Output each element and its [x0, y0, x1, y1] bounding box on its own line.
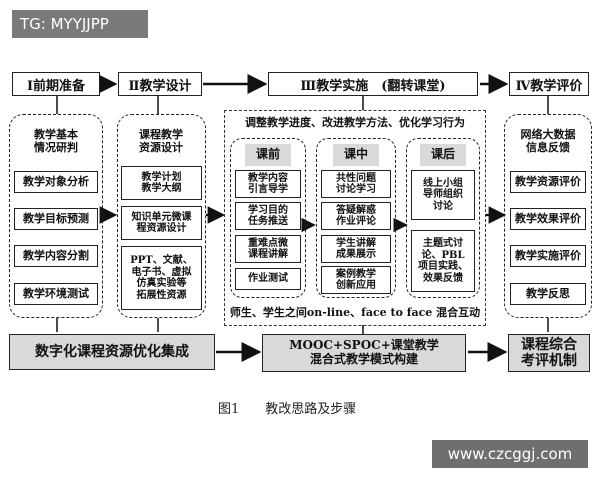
pre-item-1: 教学内容 引言导学 [235, 170, 301, 198]
header-preparation: Ⅰ前期准备 [12, 72, 100, 96]
post-item-1: 线上小组 导师组织 讨论 [411, 170, 475, 220]
col2-item-3: PPT、文献、 电子书、虚拟 仿真实验等 拓展性资源 [121, 246, 202, 310]
col2-item-1: 教学计划 教学大纲 [121, 166, 202, 200]
header-design: Ⅱ教学设计 [118, 72, 202, 96]
col4-item-1: 教学资源评价 [510, 171, 586, 193]
col1-item-4: 教学环境测试 [14, 283, 98, 305]
col1-item-3: 教学内容分割 [14, 245, 98, 267]
col2-item-2: 知识单元微课 程资源设计 [121, 206, 202, 240]
group-after-class [406, 138, 480, 298]
group-pre-class [230, 138, 306, 298]
mid-item-1: 共性问题 讨论学习 [321, 170, 391, 198]
group-design [117, 114, 206, 318]
col4-title: 网络大数据 信息反馈 [508, 124, 588, 160]
col3-top-text: 调整教学进度、改进教学方法、优化学习行为 [245, 116, 465, 129]
group-evaluation [504, 114, 592, 318]
pre-item-4: 作业测试 [235, 268, 301, 290]
col4-item-3: 教学实施评价 [510, 245, 586, 267]
bottom-middle-box: MOOC+SPOC+课堂教学 混合式教学模式构建 [262, 334, 466, 372]
watermark-label: www.czcggj.com [432, 440, 588, 468]
bottom-left-box: 数字化课程资源优化集成 [9, 334, 215, 370]
pre-class-title: 课前 [245, 144, 291, 166]
col3-bottom-text: 师生、学生之间on-line、face to face 混合互动 [229, 306, 481, 319]
mid-item-4: 案例教学 创新应用 [321, 266, 391, 294]
col4-item-2: 教学效果评价 [510, 208, 586, 230]
mid-item-3: 学生讲解 成果展示 [321, 235, 391, 263]
group-implementation [224, 110, 486, 326]
tag-label: TG: MYYJJPP [12, 10, 148, 38]
pre-item-3: 重难点微 课程讲解 [235, 235, 301, 263]
col1-item-1: 教学对象分析 [14, 171, 98, 193]
after-class-title: 课后 [420, 144, 466, 166]
col1-item-2: 教学目标预测 [14, 208, 98, 230]
header-evaluation: Ⅳ教学评价 [509, 72, 589, 96]
post-item-2: 主题式讨 论、PBL 项目实践、 效果反馈 [411, 230, 475, 292]
col1-title: 教学基本 情况研判 [16, 124, 96, 160]
group-in-class [316, 138, 396, 298]
col4-item-4: 教学反思 [510, 283, 586, 305]
pre-item-2: 学习目的 任务推送 [235, 202, 301, 230]
bottom-right-box: 课程综合 考评机制 [508, 334, 590, 372]
header-implementation: Ⅲ教学实施 (翻转课堂) [268, 72, 478, 96]
group-preparation [9, 114, 103, 318]
in-class-title: 课中 [333, 144, 379, 166]
mid-item-2: 答疑解惑 作业评论 [321, 202, 391, 230]
col2-title: 课程教学 资源设计 [122, 124, 200, 160]
figure-caption: 图1 教改思路及步骤 [218, 402, 357, 417]
